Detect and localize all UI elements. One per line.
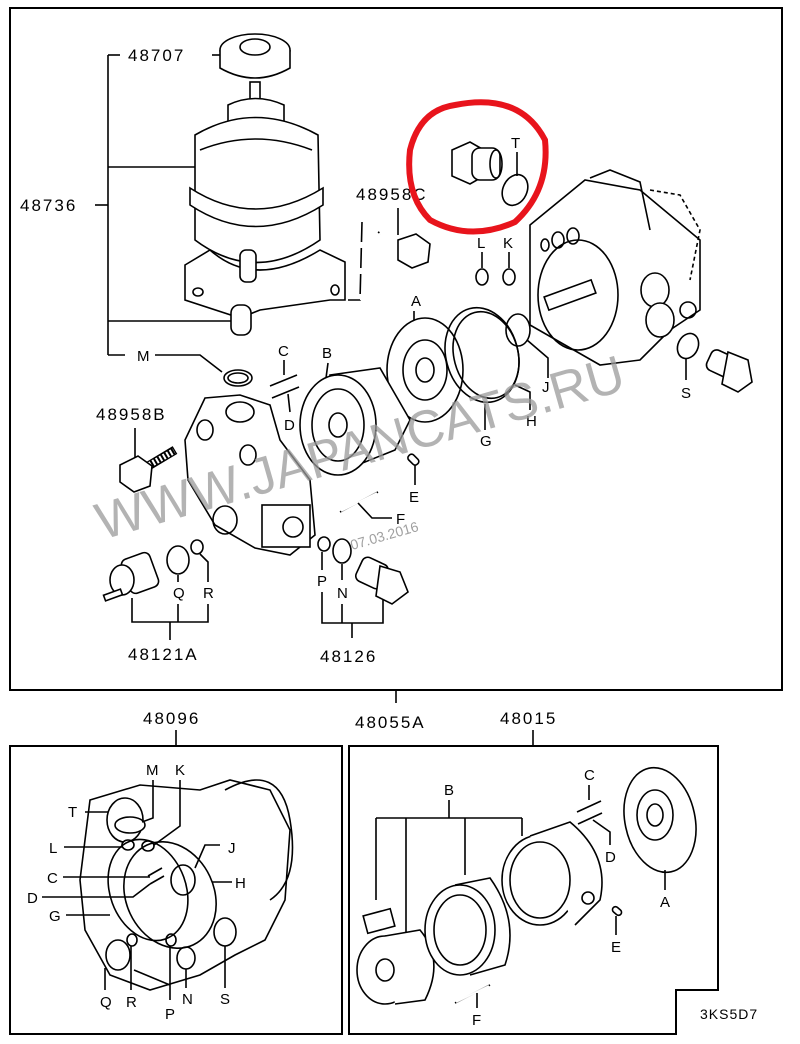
seal-letter-M: M [146,762,159,779]
letter-C: C [278,343,289,360]
watermark-date: 07.03.2016 [348,518,420,553]
kit-letter-E: E [611,939,621,956]
letter-B: B [322,345,332,362]
label-seal-kit: 48096 [143,709,200,728]
seal-letter-Q: Q [100,994,112,1011]
letter-T: T [511,135,520,152]
kit-letter-B: B [444,782,454,799]
seal-letter-H: H [235,875,246,892]
seal-letter-L: L [49,840,57,857]
label-bolt-c: 48958C [356,185,428,204]
seal-letter-J: J [228,840,236,857]
kit-letter-C: C [584,767,595,784]
figure-code: 3KS5D7 [700,1006,758,1022]
seal-letter-N: N [182,991,193,1008]
label-reservoir-cap: 48707 [128,46,185,65]
letter-G: G [480,433,492,450]
seal-kit-frame [9,745,343,1035]
letter-K: K [503,235,513,252]
kit-letter-F: F [472,1012,481,1029]
seal-letter-P: P [165,1006,175,1023]
letter-J: J [542,379,550,396]
letter-H: H [526,413,537,430]
seal-letter-D: D [27,890,38,907]
label-fitting-a: 48121A [128,645,199,664]
label-pump-assy: 48055A [355,713,426,732]
seal-letter-S: S [220,991,230,1008]
label-cartridge-kit: 48015 [500,709,557,728]
letter-R: R [203,585,214,602]
rotor [356,929,435,1005]
letter-Q: Q [173,585,185,602]
fitting-a [102,551,160,602]
seal-letter-R: R [126,994,137,1011]
oring-t [501,173,529,207]
pump-front-cover [184,394,316,556]
kit-letter-D: D [605,849,616,866]
highlight-circle [406,99,549,235]
letter-S: S [681,385,691,402]
letter-L: L [477,235,485,252]
seal-letter-C: C [47,870,58,887]
bolt-c [377,230,431,269]
letter-A: A [411,293,421,310]
bolt-b [119,446,178,493]
pump-ring [501,821,603,926]
pump-housing [529,169,701,366]
label-reservoir-assy: 48736 [20,196,77,215]
letter-N: N [337,585,348,602]
plug-s [705,349,753,393]
label-fitting: 48126 [320,647,377,666]
label-bolt-b: 48958B [96,405,167,424]
reservoir-cap [219,33,291,113]
reservoir-body [184,97,346,336]
fitting [354,556,409,605]
letter-E: E [409,489,419,506]
letter-M: M [137,348,150,365]
kit-letter-A: A [660,894,670,911]
letter-P: P [317,573,327,590]
seal-kit-housing [79,779,294,991]
cartridge-kit-frame [348,745,719,1035]
letter-F: F [396,511,405,528]
letter-D: D [284,417,295,434]
seal-letter-K: K [175,762,185,779]
seal-letter-G: G [49,908,61,925]
cartridge-b [299,367,411,476]
vane [362,907,396,935]
cam-ring [424,877,511,976]
plug-t [451,141,503,185]
seal-letter-T: T [68,804,77,821]
pressure-plate-a [623,766,697,874]
